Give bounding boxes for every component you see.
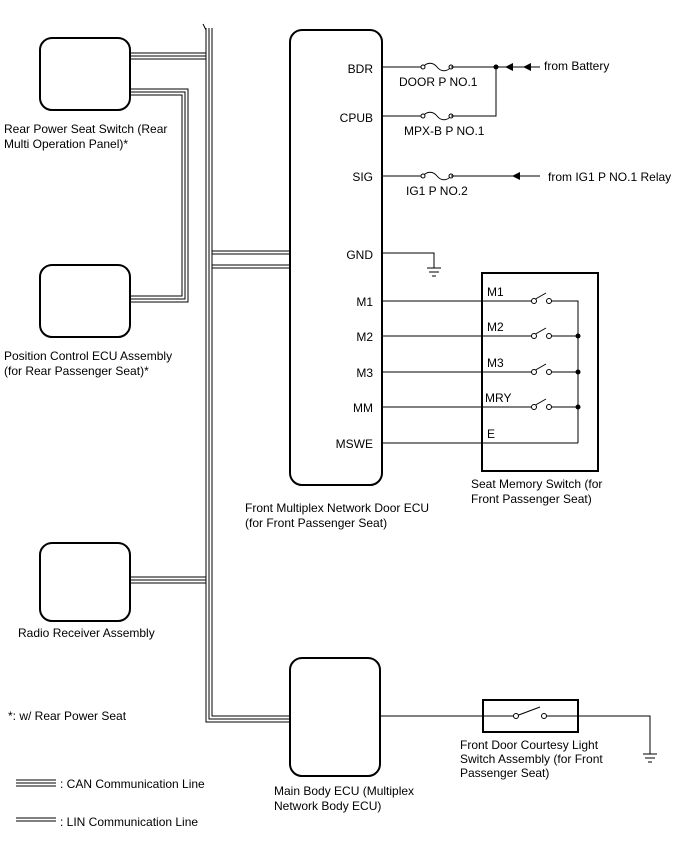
footnote: *: w/ Rear Power Seat bbox=[8, 709, 127, 723]
source-ig1-relay-label: from IG1 P NO.1 Relay bbox=[548, 170, 671, 184]
ig1-fuse bbox=[422, 171, 452, 181]
pin-m1: M1 bbox=[356, 295, 373, 309]
seat-memory-switch-label-2: Front Passenger Seat) bbox=[471, 492, 592, 506]
main-body-ecu-label-1: Main Body ECU (Multiplex bbox=[274, 784, 414, 798]
switch-m1-label: M1 bbox=[487, 285, 504, 299]
courtesy-switch-label-3: Passenger Seat) bbox=[460, 766, 549, 780]
courtesy-switch-wiring bbox=[380, 706, 657, 763]
power-wiring bbox=[382, 62, 540, 277]
courtesy-switch-label-1: Front Door Courtesy Light bbox=[460, 738, 599, 752]
pin-m3: M3 bbox=[356, 366, 373, 380]
legend-lin-label: : LIN Communication Line bbox=[60, 815, 198, 829]
lin-bus bbox=[130, 88, 290, 303]
fuse-ig1-label: IG1 P NO.2 bbox=[406, 184, 468, 198]
pin-bdr: BDR bbox=[348, 62, 374, 76]
can-bus bbox=[130, 23, 290, 723]
fuse-door-label: DOOR P NO.1 bbox=[399, 75, 478, 89]
position-control-ecu-box bbox=[39, 264, 131, 338]
rear-power-seat-switch-box bbox=[39, 37, 131, 111]
memory-switch-wiring bbox=[382, 292, 581, 444]
pin-mm: MM bbox=[353, 401, 373, 415]
radio-receiver-label: Radio Receiver Assembly bbox=[18, 626, 155, 640]
front-door-ecu-label-2: (for Front Passenger Seat) bbox=[245, 516, 387, 530]
pin-m2: M2 bbox=[356, 330, 373, 344]
main-body-ecu-box bbox=[289, 657, 381, 777]
fuse-mpx-label: MPX-B P NO.1 bbox=[404, 124, 485, 138]
legend-lin-symbol bbox=[16, 817, 56, 822]
rear-power-seat-switch-label-2: Multi Operation Panel)* bbox=[4, 137, 128, 151]
pin-cpub: CPUB bbox=[340, 111, 373, 125]
legend-can-label: : CAN Communication Line bbox=[60, 777, 205, 791]
front-door-ecu-label-1: Front Multiplex Network Door ECU bbox=[245, 501, 429, 515]
switch-m2-label: M2 bbox=[487, 320, 504, 334]
pin-mswe: MSWE bbox=[336, 437, 373, 451]
legend-can-symbol bbox=[16, 779, 56, 787]
position-control-ecu-label-2: (for Rear Passenger Seat)* bbox=[4, 364, 149, 378]
mpx-fuse bbox=[422, 111, 452, 121]
seat-memory-switch-label-1: Seat Memory Switch (for bbox=[471, 477, 602, 491]
switch-e-label: E bbox=[487, 427, 495, 441]
courtesy-switch-label-2: Switch Assembly (for Front bbox=[460, 752, 603, 766]
position-control-ecu-label-1: Position Control ECU Assembly bbox=[4, 349, 172, 363]
switch-m3-label: M3 bbox=[487, 356, 504, 370]
pin-sig: SIG bbox=[352, 170, 373, 184]
front-door-ecu-box bbox=[289, 29, 383, 486]
door-fuse bbox=[422, 62, 452, 72]
main-body-ecu-label-2: Network Body ECU) bbox=[274, 799, 381, 813]
switch-mry-label: MRY bbox=[485, 391, 511, 405]
source-battery-label: from Battery bbox=[544, 59, 609, 73]
pin-gnd: GND bbox=[346, 248, 373, 262]
rear-power-seat-switch-label-1: Rear Power Seat Switch (Rear bbox=[4, 122, 167, 136]
radio-receiver-box bbox=[39, 542, 131, 622]
